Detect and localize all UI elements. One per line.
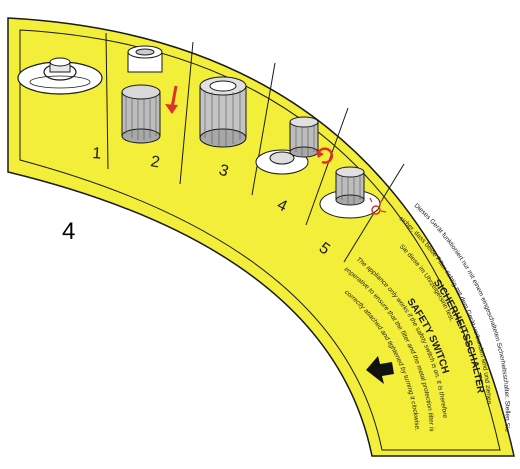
cartridge-filter-icon [200, 77, 246, 147]
step-number: 1 [92, 145, 102, 163]
page-number: 4 [62, 218, 75, 246]
